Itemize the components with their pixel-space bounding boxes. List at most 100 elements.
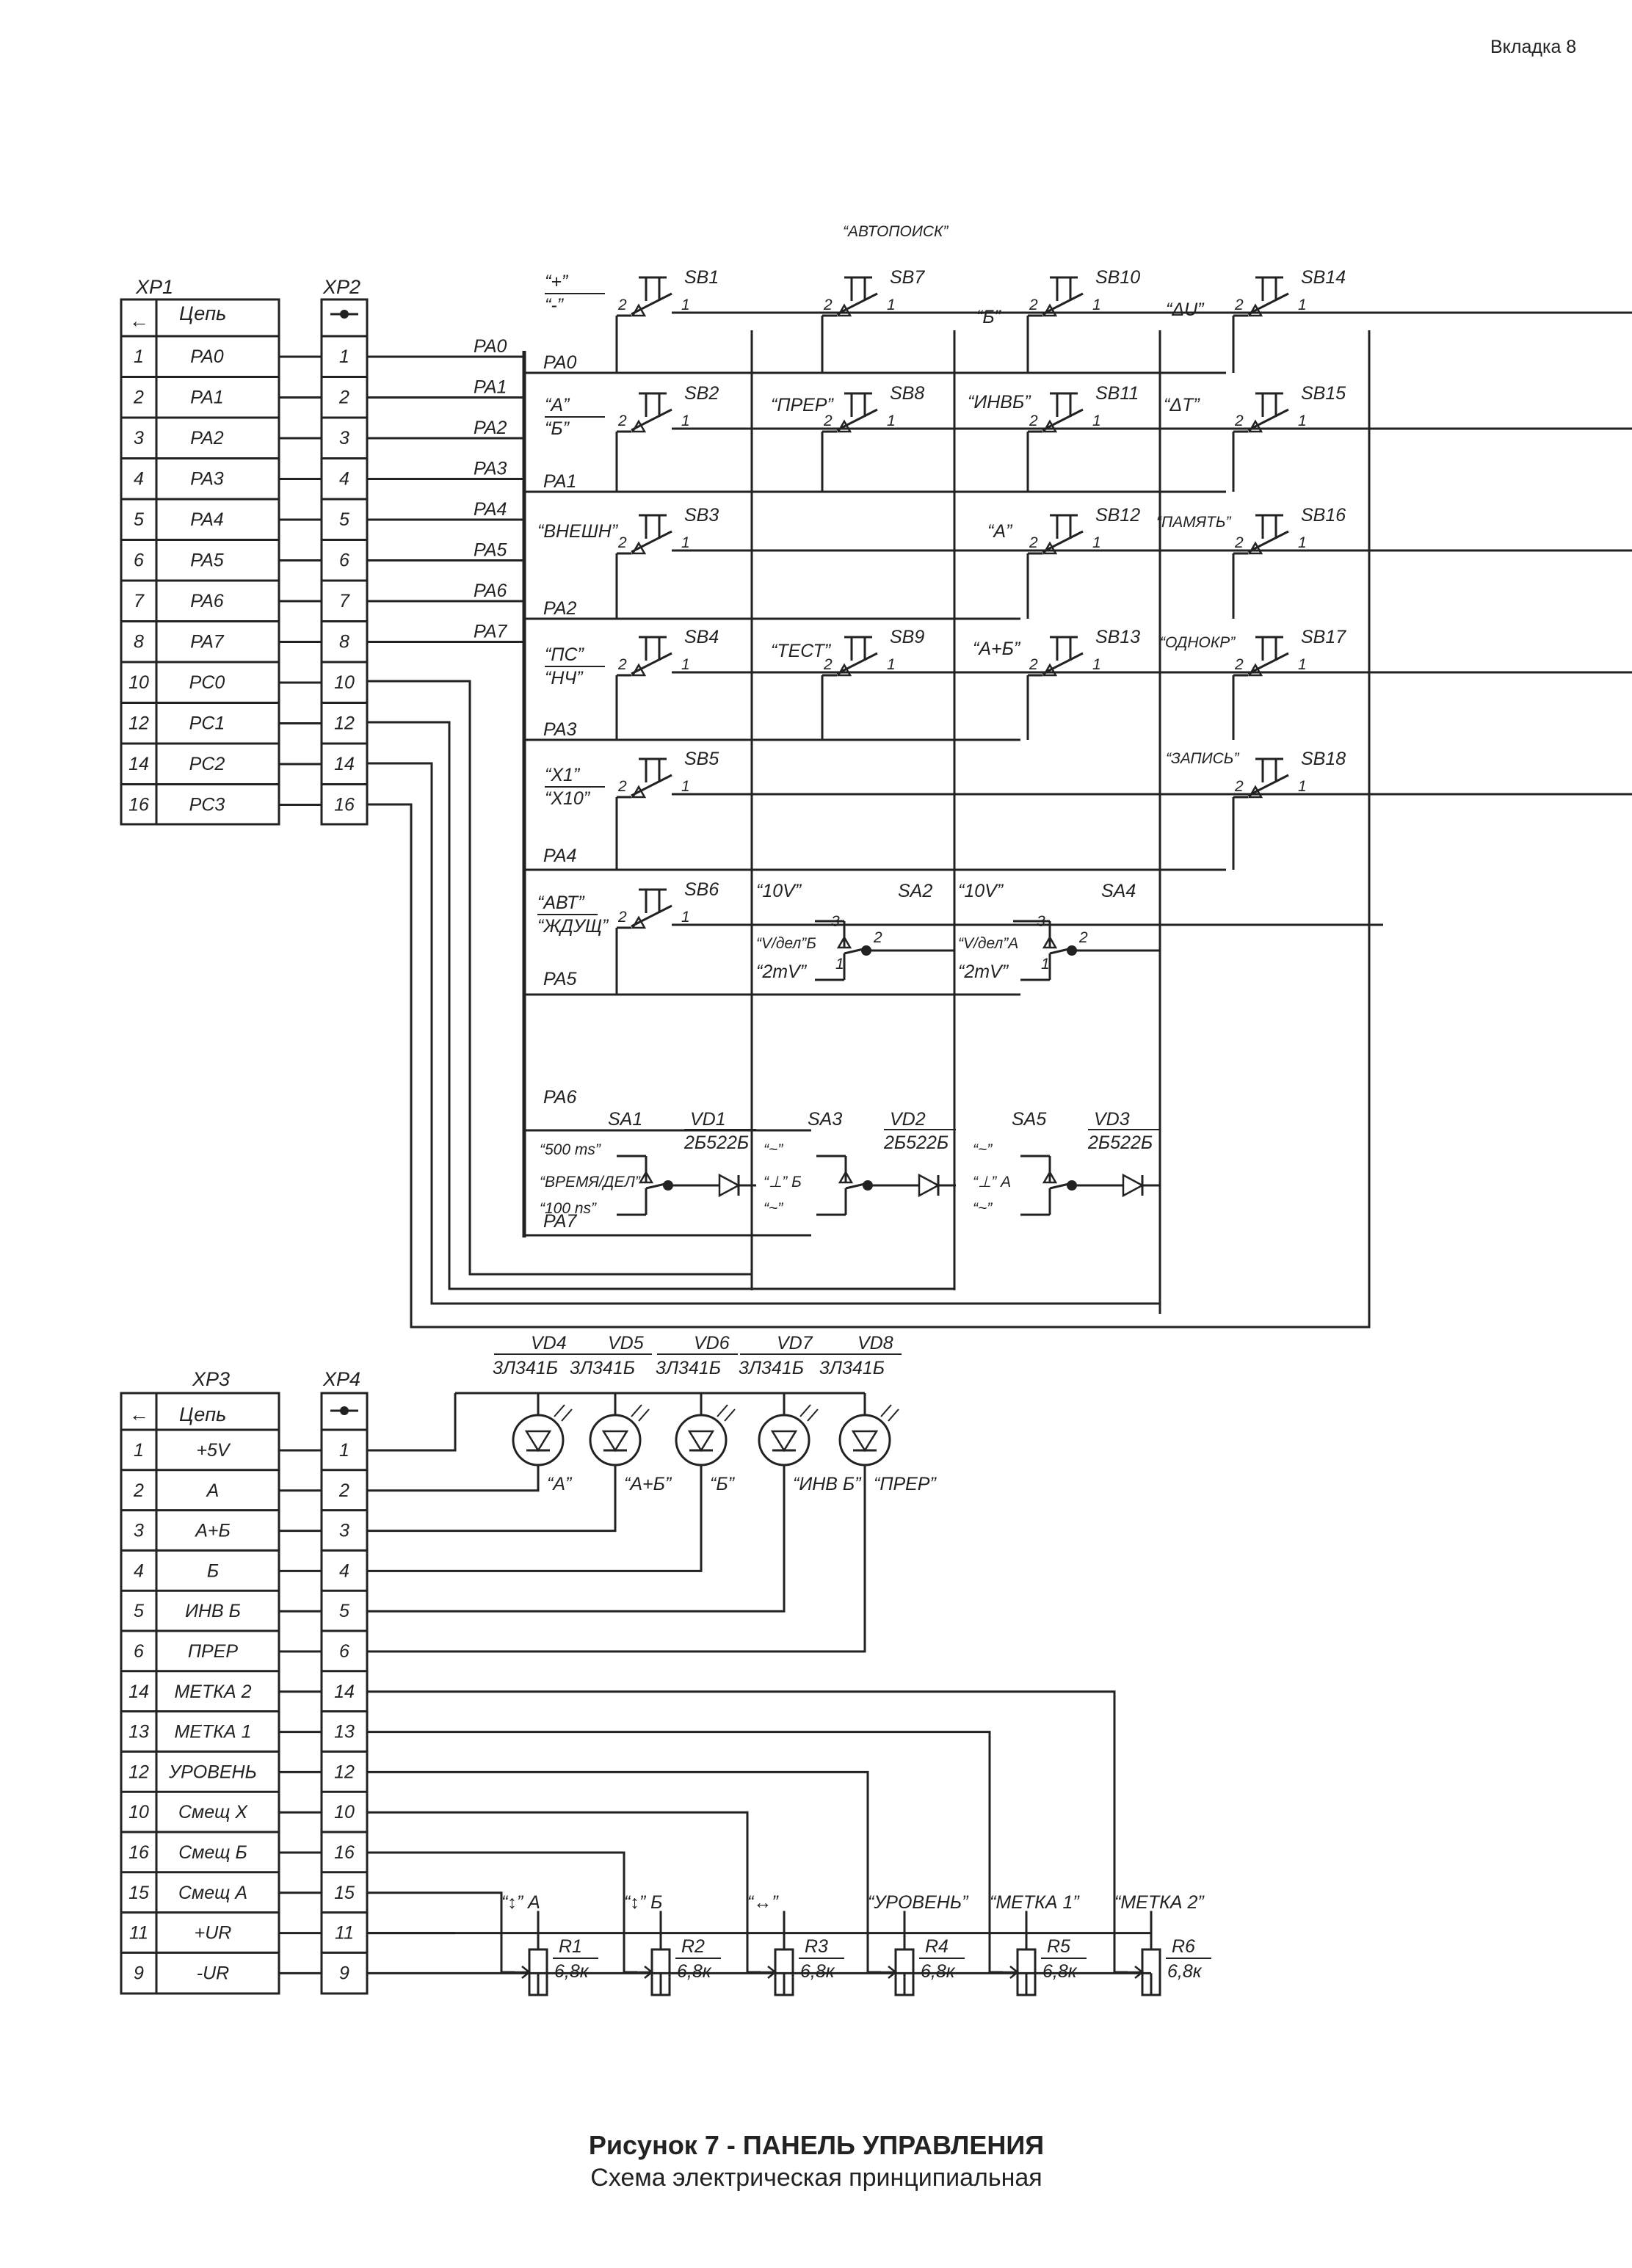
button-label: “ОДНОКР” (1160, 634, 1236, 651)
button-ref: SB15 (1301, 383, 1346, 404)
xp3-pin-number: 16 (128, 1842, 149, 1863)
pin-2-label: 2 (1234, 297, 1244, 313)
pin-2-label: 2 (823, 412, 833, 429)
diode-ref: VD2 (890, 1109, 926, 1130)
xp4-pin-number: 12 (334, 1762, 355, 1782)
button-ref: SB16 (1301, 505, 1346, 526)
xp2-pin-number: 14 (334, 754, 355, 774)
resistor-label: “МЕТКА 1” (990, 1892, 1080, 1913)
led-type: 3Л341Б (656, 1358, 721, 1378)
switch-ref: SA2 (898, 881, 932, 901)
figure-title: Рисунок 7 - ПАНЕЛЬ УПРАВЛЕНИЯ (589, 2130, 1044, 2160)
resistor-value: 6,8к (1167, 1961, 1203, 1982)
pin-1-label: 1 (1298, 297, 1307, 313)
switch-label-2: “ВРЕМЯ/ДЕЛ” (540, 1174, 641, 1191)
pin-2-label: 2 (617, 778, 627, 795)
figure-subtitle: Схема электрическая принципиальная (590, 2164, 1042, 2192)
button-label-bottom: “X10” (545, 788, 591, 809)
button-label: “ЗАПИСЬ” (1166, 750, 1239, 767)
switch-sa2: SA2“10V”“V/дел”Б“2mV”321 (756, 881, 954, 982)
switch-label-3: “100 ns” (540, 1200, 597, 1217)
pin-label: 3 (1037, 913, 1045, 930)
xp1-net-name: PA4 (190, 509, 223, 530)
xp4-pin-number: 1 (339, 1440, 349, 1461)
xp2-ref: XP2 (322, 276, 360, 298)
switch-label-1: “500 ms” (540, 1141, 601, 1158)
xp4-pin-number: 2 (338, 1480, 349, 1501)
pin-2-label: 2 (1234, 778, 1244, 795)
pin-2-label: 2 (617, 909, 627, 926)
button-label-top: “+” (545, 272, 569, 292)
xp3-net-name: А+Б (194, 1521, 231, 1541)
pin-label: 3 (831, 913, 840, 930)
pin-label: 2 (1078, 929, 1088, 946)
button-label: “ТЕСТ” (771, 641, 832, 661)
switch-sa4: SA4“10V”“V/дел”А“2mV”321 (958, 881, 1160, 982)
pin-1-label: 1 (681, 656, 690, 673)
switch-ref: SA1 (608, 1109, 642, 1130)
button-ref: SB18 (1301, 749, 1346, 769)
button-label: “ВНЕШН” (537, 521, 619, 542)
xp3-pin-number: 15 (128, 1883, 149, 1903)
row-label-pa3: PA3 (543, 719, 576, 740)
pin-1-label: 1 (1092, 534, 1101, 551)
led-ref: VD7 (777, 1333, 813, 1353)
button-ref: SB4 (684, 627, 719, 647)
diode-ref: VD1 (690, 1109, 726, 1130)
xp3-col-header: Цепь (179, 1403, 226, 1425)
resistor-value: 6,8к (677, 1961, 712, 1982)
pin-label: 2 (873, 929, 882, 946)
xp1-pin-number: 12 (128, 713, 149, 734)
button-ref: SB5 (684, 749, 719, 769)
xp3-net-name: ИНВ Б (185, 1601, 241, 1621)
pin-2-label: 2 (1029, 297, 1038, 313)
xp3-net-name: Б (207, 1560, 219, 1581)
diode-type: 2Б522Б (1087, 1133, 1153, 1153)
pin-1-label: 1 (681, 297, 690, 313)
led-ref: VD5 (608, 1333, 644, 1353)
row-label-pa7: PA7 (543, 1211, 577, 1232)
xp3-pin-number: 14 (128, 1682, 149, 1702)
led-ref: VD6 (694, 1333, 730, 1353)
button-ref: SB10 (1095, 267, 1140, 288)
pin-1-label: 1 (681, 534, 690, 551)
switch-label-3: “2mV” (958, 962, 1009, 982)
xp3-pin-number: 13 (128, 1722, 149, 1742)
resistor-ref: R2 (681, 1936, 705, 1957)
xp4-pin-number: 9 (339, 1963, 349, 1983)
resistor-label: “↕” Б (624, 1892, 662, 1913)
button-label-bottom: “НЧ” (545, 668, 584, 688)
xp2-pin-number: 7 (339, 591, 350, 611)
xp1-net-name: PC2 (189, 754, 225, 774)
button-ref: SB13 (1095, 627, 1140, 647)
pin-2-label: 2 (823, 656, 833, 673)
led-label: “А” (547, 1474, 573, 1494)
diode-type: 2Б522Б (683, 1133, 749, 1153)
resistor-label: “↔” (747, 1892, 779, 1913)
led-label: “ПРЕР” (874, 1474, 937, 1494)
resistor-ref: R5 (1047, 1936, 1070, 1957)
diode-ref: VD3 (1094, 1109, 1130, 1130)
pin-1-label: 1 (1092, 297, 1101, 313)
pin-1-label: 1 (1298, 534, 1307, 551)
xp1-ref: XP1 (135, 276, 173, 298)
resistor-r4: R46,8к“УРОВЕНЬ” (367, 1770, 969, 1996)
pin-1-label: 1 (887, 412, 896, 429)
row-label-pa4: PA4 (543, 846, 576, 866)
xp3-net-name: МЕТКА 1 (174, 1722, 251, 1742)
xp1-net-name: PA5 (190, 550, 223, 571)
xp1-net-name: PA7 (190, 632, 224, 653)
bus-label: PA1 (474, 377, 507, 398)
resistor-r2: R2 6,8к “↕” Б (367, 1851, 721, 1996)
switch-sa1: SA1 VD1 2Б522Б “500 ms” “ВРЕМЯ/ДЕЛ” “100 ns” (540, 1109, 756, 1217)
row-label-pa2: PA2 (543, 598, 576, 619)
resistor-value: 6,8к (921, 1961, 956, 1982)
